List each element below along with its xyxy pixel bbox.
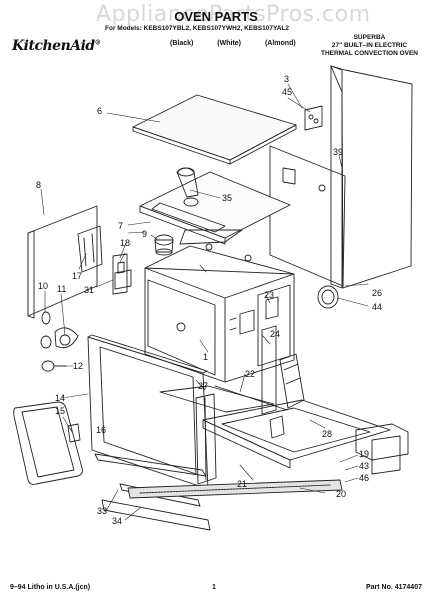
callout-21: 21 (237, 479, 247, 489)
callout-1: 1 (203, 352, 208, 362)
part-hinge-assembly (261, 325, 305, 439)
part-door-bottom-trim (94, 453, 207, 507)
part-sensor-plate (265, 296, 279, 320)
callout-3: 3 (284, 74, 289, 84)
part-top-shield (139, 167, 291, 245)
part-rear-insulation-panel (269, 145, 346, 287)
callout-10: 10 (38, 281, 48, 291)
part-top-panel (132, 94, 297, 165)
callout-15: 15 (55, 406, 65, 416)
callout-46: 46 (359, 473, 369, 483)
part-door-inner-panel (13, 401, 83, 485)
part-thermostat (154, 234, 174, 256)
callout-22: 22 (245, 369, 255, 379)
color-label-white: (White) (217, 40, 242, 47)
callout-7: 7 (118, 221, 123, 231)
callout-17: 17 (72, 271, 82, 281)
brand-logo: KitchenAid® (12, 38, 101, 54)
part-right-side-panel (304, 65, 413, 289)
callout-44: 44 (372, 302, 382, 312)
footer-page-number: 1 (212, 584, 216, 591)
callout-45: 45 (282, 87, 292, 97)
brand-logo-text: KitchenAid (12, 38, 95, 54)
callout-27: 27 (198, 381, 208, 391)
callout-26: 26 (372, 288, 382, 298)
model-list: For Models: KEBS107YBL2, KEBS107YWH2, KE… (105, 25, 289, 32)
page-title: OVEN PARTS (174, 9, 258, 24)
callout-28: 28 (322, 429, 332, 439)
description-line-3: THERMAL CONVECTION OVEN (320, 50, 418, 57)
part-bottom-frame (159, 385, 391, 469)
callout-9: 9 (142, 229, 147, 239)
part-brackets (77, 225, 132, 295)
callout-18: 18 (120, 238, 130, 248)
watermark-text: AppliancePartsPros.com (96, 2, 371, 27)
callout-6: 6 (97, 106, 102, 116)
description-line-1: SUPERBA (353, 34, 386, 41)
footer-part-number: Part No. 4174407 (365, 584, 422, 591)
part-corner-bracket (355, 423, 409, 475)
callout-31: 31 (84, 285, 94, 295)
part-light-assembly (40, 311, 79, 372)
callout-12: 12 (73, 361, 83, 371)
part-toe-kick (101, 479, 343, 531)
callout-39: 39 (333, 147, 343, 157)
part-oven-cavity (144, 243, 295, 383)
color-label-black: (Black) (170, 40, 194, 47)
callout-19: 19 (359, 449, 369, 459)
part-gasket-ring (317, 285, 339, 309)
footer-litho: 9–94 Litho in U.S.A.(jcn) (10, 584, 91, 591)
callout-8: 8 (36, 180, 41, 190)
callout-14: 14 (55, 393, 65, 403)
callout-11: 11 (57, 284, 66, 294)
callout-20: 20 (336, 489, 346, 499)
product-description: SUPERBA 27" BUILT–IN ELECTRIC THERMAL CO… (321, 34, 418, 58)
color-label-almond: (Almond) (264, 40, 296, 47)
callout-16: 16 (96, 425, 106, 435)
color-labels: (Black) (White) (Almond) (170, 40, 318, 47)
callout-43: 43 (359, 461, 369, 471)
callout-24: 24 (270, 329, 280, 339)
part-left-side-panel (27, 205, 98, 319)
callout-23: 23 (264, 290, 274, 300)
registered-mark-icon: ® (94, 39, 101, 47)
part-door-frame (87, 334, 217, 490)
callout-labels: 6 3 45 39 8 35 7 9 18 17 31 10 11 12 23 … (36, 74, 382, 526)
callout-34: 34 (112, 516, 122, 526)
leader-lines (40, 83, 369, 521)
callout-33: 33 (97, 506, 107, 516)
callout-35: 35 (222, 193, 232, 203)
description-line-2: 27" BUILT–IN ELECTRIC (331, 42, 408, 49)
